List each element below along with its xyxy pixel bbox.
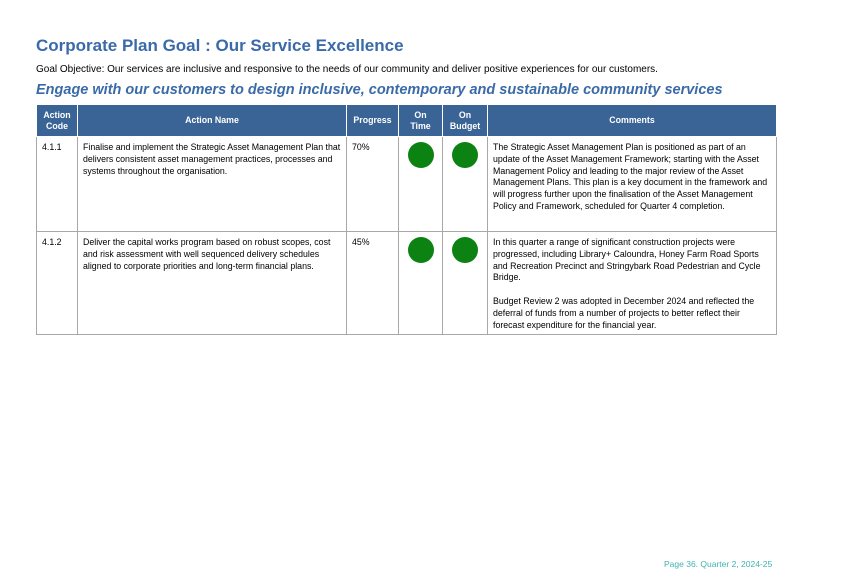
table-header-row: Action Code Action Name Progress On Time… [36,104,777,137]
progress-value: 45% [346,230,399,336]
section-subtitle: Engage with our customers to design incl… [36,82,723,98]
page-title: Corporate Plan Goal : Our Service Excell… [36,36,404,55]
on-time-status-indicator [407,237,434,263]
comments-cell: The Strategic Asset Management Plan is p… [487,136,777,232]
action-name: Finalise and implement the Strategic Ass… [77,136,347,232]
comments-cell: In this quarter a range of significant c… [487,230,777,336]
on-budget-cell [442,136,488,232]
header-action-name: Action Name [77,104,347,137]
on-budget-cell [442,230,488,336]
header-label: Action [43,109,71,120]
on-budget-status-indicator [452,142,478,168]
header-label: Budget [449,120,481,131]
header-on-budget: On Budget [442,104,488,137]
on-budget-status-indicator [452,237,478,263]
action-name: Deliver the capital works program based … [77,230,347,336]
table-row: 4.1.1 Finalise and implement the Strateg… [36,136,777,232]
goal-objective: Goal Objective: Our services are inclusi… [36,64,658,75]
table-row: 4.1.2 Deliver the capital works program … [36,230,777,336]
action-code: 4.1.2 [36,230,78,336]
header-label: On [458,109,472,120]
page-footer: Page 36. Quarter 2, 2024-25 [664,559,773,569]
header-comments: Comments [487,104,777,137]
header-label: On [414,109,427,120]
action-code: 4.1.1 [36,136,78,232]
on-time-cell [398,230,443,336]
header-progress: Progress [346,104,399,137]
actions-table: Action Code Action Name Progress On Time… [36,104,777,336]
header-label: Time [410,120,431,131]
header-action-code: Action Code [36,104,78,137]
comment-paragraph: In this quarter a range of significant c… [493,237,761,283]
comment-paragraph: Budget Review 2 was adopted in December … [493,295,755,330]
progress-value: 70% [346,136,399,232]
comment-paragraph: The Strategic Asset Management Plan is p… [493,142,768,211]
on-time-cell [398,136,443,232]
header-label: Code [46,120,68,131]
header-on-time: On Time [398,104,443,137]
on-time-status-indicator [407,142,434,168]
